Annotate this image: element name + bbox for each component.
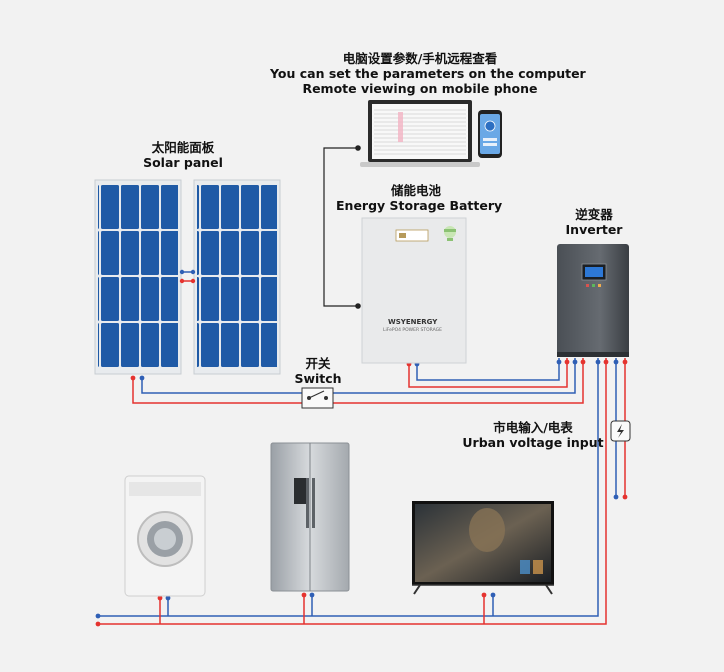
refrigerator (270, 442, 350, 592)
solar-panel-label-en: Solar panel (143, 155, 223, 170)
battery-label-cn: 储能电池 (390, 183, 441, 198)
inverter-label: 逆变器 Inverter (554, 207, 634, 237)
battery-model-text: LiFePO4 POWER STORAGE (383, 328, 442, 333)
battery-wires (408, 358, 568, 388)
phone (478, 110, 502, 158)
computer-title-cn: 电脑设置参数/手机远程查看 (342, 51, 498, 66)
battery-brand: WSYENERGY (388, 318, 448, 326)
battery-model-line: LiFePO4 POWER STORAGE (383, 328, 459, 334)
terminal-dots (95, 359, 628, 627)
battery-label: 储能电池 Energy Storage Battery (336, 183, 503, 213)
switch-icon (301, 387, 334, 409)
switch-label-cn: 开关 (305, 356, 331, 371)
inverter-label-en: Inverter (565, 222, 623, 237)
grid-label: 市电输入/电表 Urban voltage input (458, 420, 608, 450)
inverter-label-cn: 逆变器 (575, 207, 613, 222)
battery-brand-text: WSYENERGY (388, 318, 438, 326)
pv-wires (132, 358, 584, 404)
computer-subtitle-en: Remote viewing on mobile phone (302, 81, 538, 96)
solar-panel-label-cn: 太阳能面板 (151, 140, 215, 155)
laptop (360, 100, 480, 167)
switch-label-en: Switch (294, 371, 342, 386)
grid-label-cn: 市电输入/电表 (493, 420, 573, 435)
solar-panel-left (94, 179, 182, 375)
meter-icon (610, 420, 631, 442)
switch-label: 开关 Switch (286, 356, 350, 386)
panel-link-wires (179, 269, 196, 284)
load-wires (98, 358, 607, 625)
grid-label-en: Urban voltage input (462, 435, 604, 450)
washing-machine (124, 475, 206, 597)
solar-panel-right (193, 179, 281, 375)
computer-label: 电脑设置参数/手机远程查看 You can set the parameters… (270, 51, 586, 96)
battery-label-en: Energy Storage Battery (336, 198, 503, 213)
solar-panel-label: 太阳能面板 Solar panel (118, 140, 248, 170)
data-cable (323, 145, 361, 309)
computer-title-en: You can set the parameters on the comput… (270, 66, 586, 81)
battery-unit (361, 217, 467, 364)
inverter-unit (557, 244, 629, 357)
television (412, 501, 554, 595)
